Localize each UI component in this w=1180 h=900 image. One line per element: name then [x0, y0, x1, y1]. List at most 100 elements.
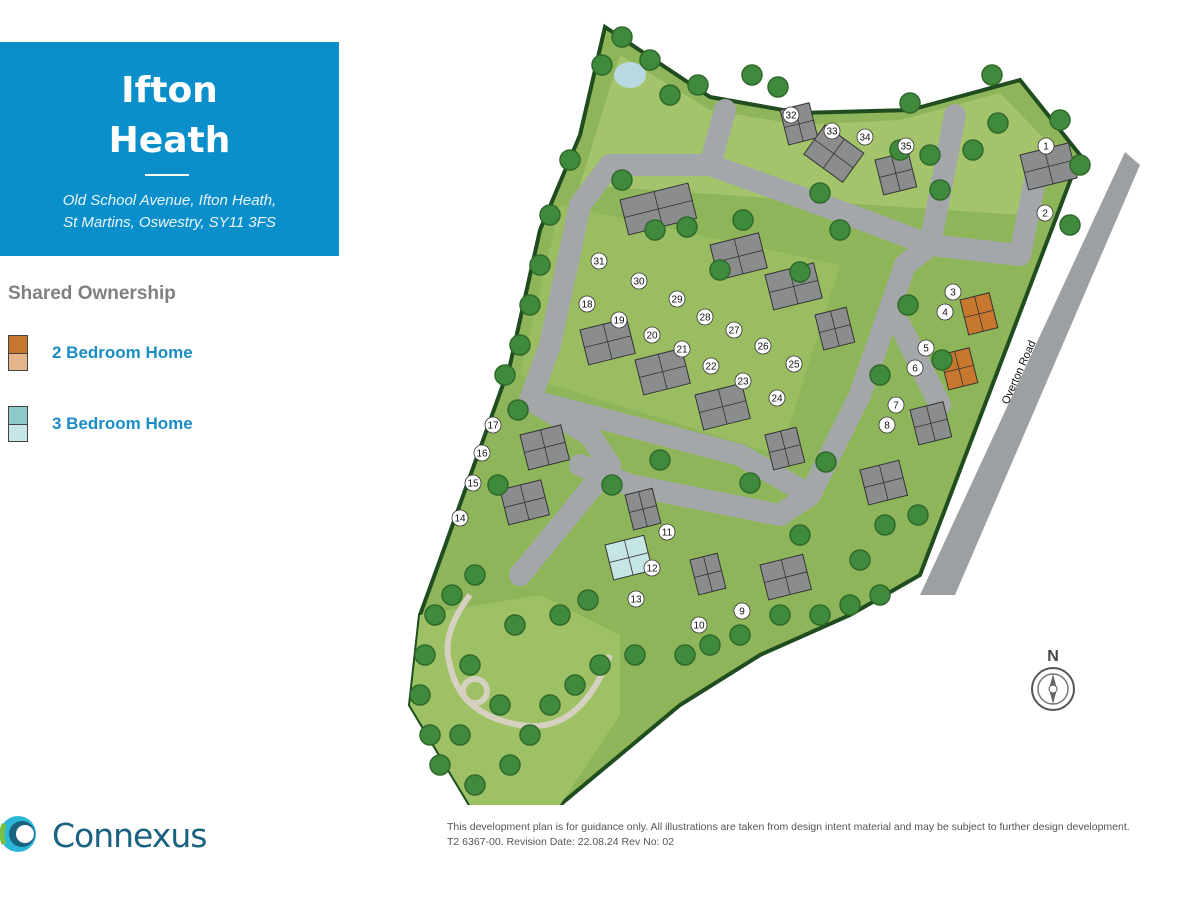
- plot-marker: 29: [668, 290, 686, 308]
- tree: [869, 364, 891, 386]
- footpath: [444, 593, 613, 730]
- plot-number: 34: [859, 133, 871, 144]
- plot-number: 35: [900, 142, 912, 153]
- house: [579, 317, 636, 366]
- plot-marker: 28: [696, 308, 714, 326]
- title-line-2: Heath: [108, 120, 231, 161]
- tree: [539, 694, 561, 716]
- plot-marker-circle: [473, 444, 491, 462]
- plot-number: 30: [633, 277, 645, 288]
- title-panel: Ifton Heath Old School Avenue, Ifton Hea…: [0, 42, 339, 256]
- tree: [611, 169, 633, 191]
- plot-marker: 6: [906, 359, 924, 377]
- tree: [639, 49, 661, 71]
- plot-marker-circle: [768, 389, 786, 407]
- plot-marker: 21: [673, 340, 691, 358]
- trees-layer: [409, 26, 1091, 796]
- house: [814, 306, 856, 351]
- plot-marker: 11: [658, 523, 676, 541]
- tree: [767, 76, 789, 98]
- house: [803, 124, 865, 184]
- plot-marker-circle: [627, 590, 645, 608]
- tree: [981, 64, 1003, 86]
- tree: [839, 594, 861, 616]
- plot-marker: 8: [878, 416, 896, 434]
- plot-marker-circle: [673, 340, 691, 358]
- plot-number: 1: [1043, 142, 1049, 153]
- houses-layer: [499, 102, 1078, 601]
- tree: [577, 589, 599, 611]
- disclaimer-line-1: This development plan is for guidance on…: [447, 821, 1130, 833]
- tree: [809, 182, 831, 204]
- tree: [414, 644, 436, 666]
- tree: [709, 259, 731, 281]
- house: [519, 424, 571, 471]
- plot-marker-circle: [725, 321, 743, 339]
- plot-labels-layer: 1234567891011121314151617181920212223242…: [451, 106, 1055, 634]
- plot-marker-circle: [917, 339, 935, 357]
- plot-marker-circle: [590, 252, 608, 270]
- plot-marker: 25: [785, 355, 803, 373]
- tree: [962, 139, 984, 161]
- tree: [687, 74, 709, 96]
- site-plan-svg: 1234567891011121314151617181920212223242…: [407, 23, 1140, 805]
- plot-number: 14: [454, 514, 466, 525]
- plot-marker-circle: [887, 396, 905, 414]
- plot-number: 16: [476, 449, 488, 460]
- tree: [539, 204, 561, 226]
- title-divider: [145, 174, 189, 176]
- tree: [1059, 214, 1081, 236]
- plot-marker: 7: [887, 396, 905, 414]
- tree: [676, 216, 698, 238]
- plot-number: 29: [671, 295, 683, 306]
- plot-marker: 32: [782, 106, 800, 124]
- plot-number: 15: [467, 479, 479, 490]
- house: [624, 487, 662, 531]
- plot-marker-circle: [897, 137, 915, 155]
- tree: [649, 449, 671, 471]
- tree: [644, 219, 666, 241]
- plot-marker: 1: [1037, 137, 1055, 155]
- plot-number: 23: [737, 377, 749, 388]
- plot-marker: 27: [725, 321, 743, 339]
- plot-marker-circle: [734, 372, 752, 390]
- tree: [589, 654, 611, 676]
- plot-number: 19: [613, 316, 625, 327]
- tree: [564, 674, 586, 696]
- plot-number: 21: [676, 345, 688, 356]
- plot-number: 9: [739, 607, 745, 618]
- tree: [789, 524, 811, 546]
- disclaimer: This development plan is for guidance on…: [447, 820, 1177, 850]
- house: [759, 553, 813, 601]
- development-address: Old School Avenue, Ifton Heath, St Marti…: [0, 190, 339, 234]
- plot-marker: 31: [590, 252, 608, 270]
- tree: [987, 112, 1009, 134]
- plot-marker-circle: [464, 474, 482, 492]
- tree: [507, 399, 529, 421]
- address-line-1: Old School Avenue, Ifton Heath,: [62, 192, 277, 209]
- tree: [591, 54, 613, 76]
- tree: [919, 144, 941, 166]
- plot-marker: 13: [627, 590, 645, 608]
- house: [689, 552, 727, 596]
- tree: [907, 504, 929, 526]
- plot-number: 2: [1042, 209, 1048, 220]
- tree: [601, 474, 623, 496]
- plot-number: 18: [581, 300, 593, 311]
- tree: [829, 219, 851, 241]
- plot-marker-circle: [451, 509, 469, 527]
- north-compass: N: [1030, 648, 1076, 716]
- tree: [489, 694, 511, 716]
- house: [499, 479, 551, 526]
- plot-marker: 18: [578, 295, 596, 313]
- tree: [464, 564, 486, 586]
- compass-rose-icon: [1031, 667, 1075, 711]
- plot-marker: 16: [473, 444, 491, 462]
- plot-marker-circle: [643, 559, 661, 577]
- brand-name: Connexus: [52, 816, 207, 855]
- house: [764, 426, 806, 471]
- plot-number: 17: [487, 421, 499, 432]
- tree: [449, 724, 471, 746]
- plot-marker: 26: [754, 337, 772, 355]
